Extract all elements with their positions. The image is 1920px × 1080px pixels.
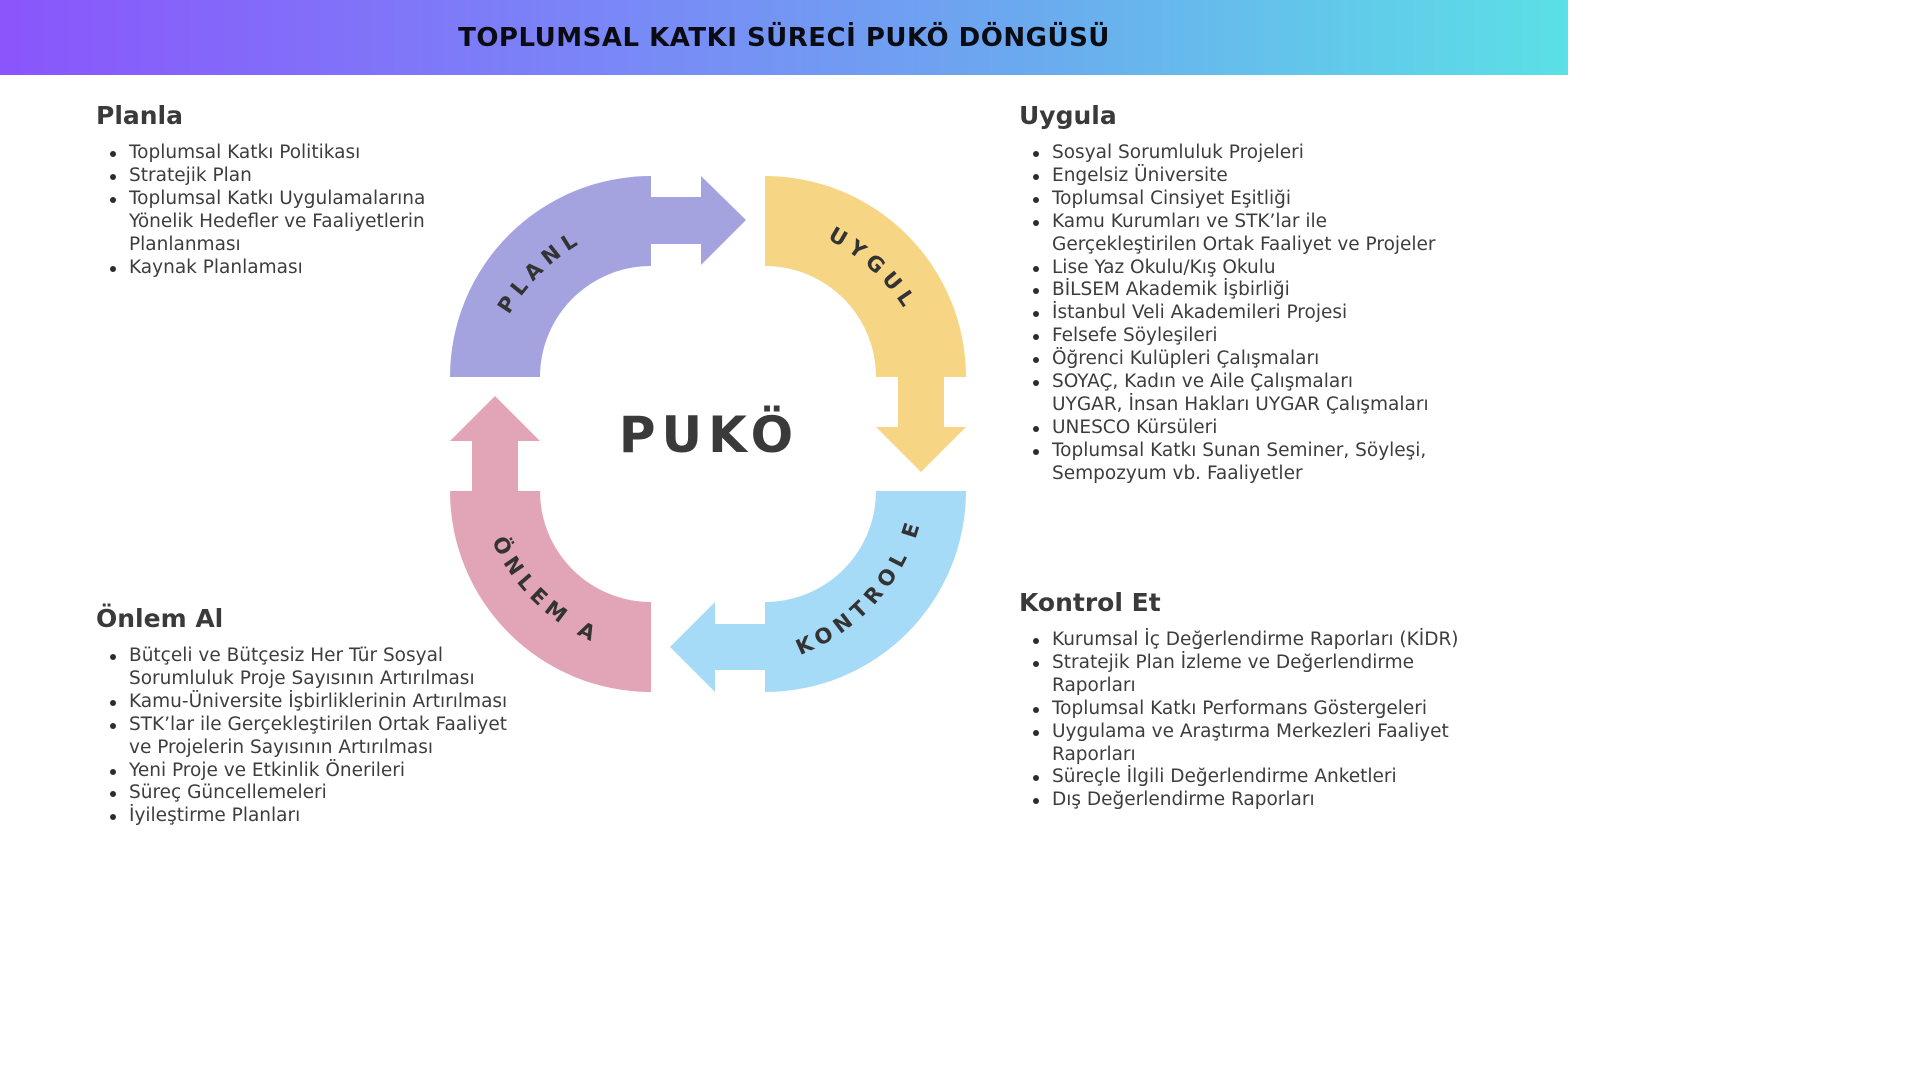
list-item: UNESCO Kürsüleri	[1033, 417, 1539, 440]
list-item: Lise Yaz Okulu/Kış Okulu	[1033, 257, 1539, 280]
section-kontrol-et: Kontrol Et Kurumsal İç Değerlendirme Rap…	[1019, 588, 1539, 812]
list-item: Toplumsal Katkı Uygulamalarına Yönelik H…	[110, 188, 496, 257]
list-item: STK’lar ile Gerçekleştirilen Ortak Faali…	[110, 714, 556, 760]
header-banner: TOPLUMSAL KATKI SÜRECİ PUKÖ DÖNGÜSÜ	[0, 0, 1568, 75]
section-title-onlem-al: Önlem Al	[96, 604, 224, 633]
planla-arrow	[450, 176, 746, 377]
uygula-arrow	[765, 176, 966, 472]
arc-label-uygula: UYGULA	[0, 0, 923, 316]
puko-cycle-diagram: PLANLA UYGULA KONTROL ET ÖNLEM AL PUKÖ	[0, 0, 966, 692]
list-item: Uygulama ve Araştırma Merkezleri Faaliye…	[1033, 721, 1539, 767]
section-onlem-al: Önlem Al Bütçeli ve Bütçesiz Her Tür Sos…	[96, 604, 556, 828]
list-item: Yeni Proje ve Etkinlik Önerileri	[110, 760, 556, 783]
list-item: Kaynak Planlaması	[110, 257, 496, 280]
list-item: Stratejik Plan	[110, 165, 496, 188]
list-item: Engelsiz Üniversite	[1033, 165, 1539, 188]
list-item: Bütçeli ve Bütçesiz Her Tür Sosyal Sorum…	[110, 645, 556, 691]
list-item: İyileştirme Planları	[110, 805, 556, 828]
list-item: Toplumsal Katkı Politikası	[110, 142, 496, 165]
list-item: Toplumsal Katkı Sunan Seminer, Söyleşi, …	[1033, 440, 1539, 486]
list-kontrol-et: Kurumsal İç Değerlendirme Raporları (KİD…	[1019, 629, 1539, 812]
list-item: Toplumsal Katkı Performans Göstergeleri	[1033, 698, 1539, 721]
list-item: Kamu-Üniversite İşbirliklerinin Artırılm…	[110, 691, 556, 714]
list-item: Stratejik Plan İzleme ve Değerlendirme R…	[1033, 652, 1539, 698]
center-label-puko: PUKÖ	[619, 405, 799, 464]
list-item: Süreçle İlgili Değerlendirme Anketleri	[1033, 766, 1539, 789]
list-item: Sosyal Sorumluluk Projeleri	[1033, 142, 1539, 165]
list-item: SOYAÇ, Kadın ve Aile Çalışmaları UYGAR, …	[1033, 371, 1539, 417]
list-item: Kurumsal İç Değerlendirme Raporları (KİD…	[1033, 629, 1539, 652]
onlem-al-arrow	[450, 396, 651, 692]
list-item: Felsefe Söyleşileri	[1033, 325, 1539, 348]
list-item: Süreç Güncellemeleri	[110, 782, 556, 805]
section-title-planla: Planla	[96, 101, 183, 130]
page-title: TOPLUMSAL KATKI SÜRECİ PUKÖ DÖNGÜSÜ	[458, 22, 1110, 53]
section-title-uygula: Uygula	[1019, 101, 1117, 130]
kontrol-et-arrow	[670, 491, 966, 692]
list-item: İstanbul Veli Akademileri Projesi	[1033, 302, 1539, 325]
section-title-kontrol-et: Kontrol Et	[1019, 588, 1161, 617]
list-item: Öğrenci Kulüpleri Çalışmaları	[1033, 348, 1539, 371]
list-item: Kamu Kurumları ve STK’lar ile Gerçekleşt…	[1033, 211, 1539, 257]
list-onlem-al: Bütçeli ve Bütçesiz Her Tür Sosyal Sorum…	[96, 645, 556, 828]
list-item: Dış Değerlendirme Raporları	[1033, 789, 1539, 812]
list-item: BİLSEM Akademik İşbirliği	[1033, 279, 1539, 302]
list-item: Toplumsal Cinsiyet Eşitliği	[1033, 188, 1539, 211]
